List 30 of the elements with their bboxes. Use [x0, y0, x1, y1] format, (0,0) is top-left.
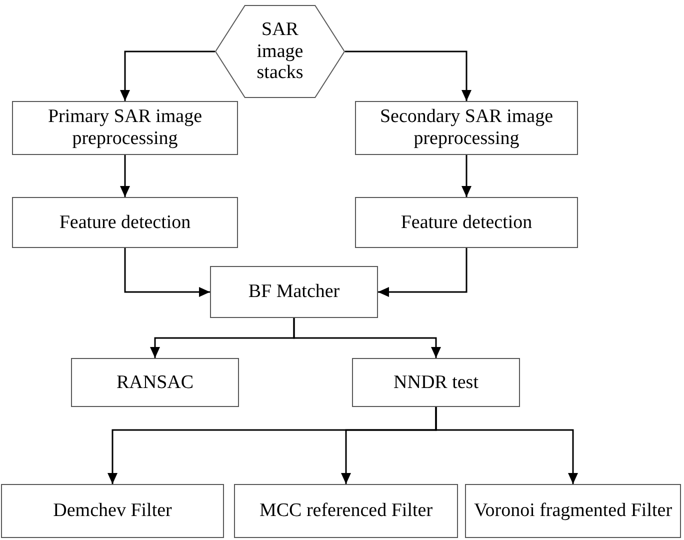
box-label: Feature detection	[58, 212, 192, 234]
process-box	[355, 101, 578, 155]
arrow	[293, 318, 441, 358]
arrow	[120, 155, 130, 197]
box-label: SAR image stacks	[256, 18, 304, 84]
box-label: Primary SAR image preprocessing	[46, 106, 204, 150]
box-label: NNDR test	[392, 372, 480, 394]
process-box	[210, 266, 378, 318]
arrow	[120, 50, 215, 101]
arrow	[124, 248, 210, 297]
box-label: Voronoi fragmented Filter	[472, 500, 674, 522]
process-box	[234, 484, 458, 538]
process-box	[71, 358, 239, 407]
box-label: BF Matcher	[247, 281, 341, 303]
process-box	[465, 484, 681, 538]
box-label: Secondary SAR image preprocessing	[378, 106, 554, 150]
arrow	[435, 407, 578, 484]
hexagon-node	[215, 5, 345, 98]
box-label: Demchev Filter	[52, 500, 173, 522]
process-box	[352, 358, 520, 407]
process-box	[1, 484, 224, 538]
arrow	[462, 155, 472, 197]
process-box	[12, 101, 238, 155]
process-box	[12, 197, 238, 248]
box-label: MCC referenced Filter	[258, 500, 434, 522]
box-label: Feature detection	[400, 212, 534, 234]
box-label: RANSAC	[115, 372, 195, 394]
arrow	[345, 50, 472, 101]
arrow	[378, 248, 468, 297]
process-box	[355, 197, 578, 248]
